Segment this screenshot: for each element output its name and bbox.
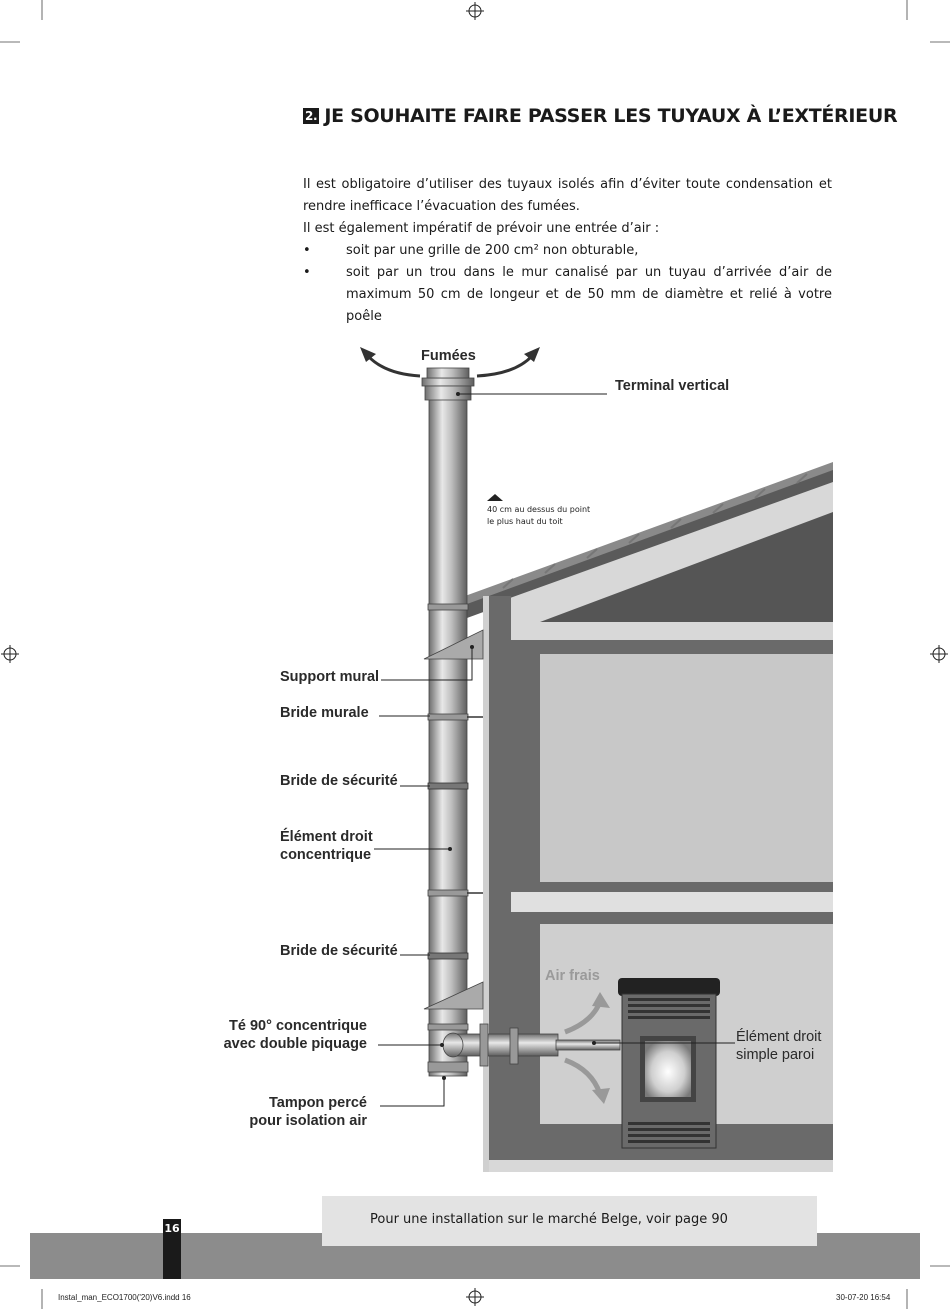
section-title: JE SOUHAITE FAIRE PASSER LES TUYAUX À L’…: [324, 105, 898, 127]
slug-date: 30-07-20 16:54: [836, 1293, 891, 1302]
label-fumees: Fumées: [421, 348, 476, 364]
air-arrow-head-up: [592, 992, 610, 1008]
vertical-flue-pipe: [421, 367, 484, 1077]
smoke-arrow-head-left: [360, 347, 376, 362]
smoke-arrows: [366, 354, 534, 378]
intro-text: Il est obligatoire d’utiliser des tuyaux…: [303, 174, 832, 328]
label-terminal-vertical: Terminal vertical: [615, 378, 730, 394]
house-section: [465, 462, 833, 1172]
label-bride-securite-1: Bride de sécurité: [280, 773, 398, 789]
horizontal-flue-pipe: [442, 1023, 621, 1067]
label-te-concentrique: Té 90° concentrique avec double piquage: [223, 1018, 367, 1052]
footer-note: Pour une installation sur le marché Belg…: [370, 1212, 728, 1227]
height-marker-triangle: [487, 494, 503, 501]
leader-lines: [374, 393, 735, 1107]
bullet-symbol: •: [303, 243, 311, 258]
label-element-concentrique: Élément droit concentrique: [280, 829, 373, 863]
bullet-symbol: •: [303, 265, 311, 280]
note-roof-height: 40 cm au dessus du point le plus haut du…: [487, 505, 591, 526]
section-heading: 2.JE SOUHAITE FAIRE PASSER LES TUYAUX À …: [303, 105, 898, 127]
bullet-item-2: •soit par un trou dans le mur canalisé p…: [303, 262, 832, 328]
intro-paragraph-2: Il est également impératif de prévoir un…: [303, 221, 660, 236]
pellet-stove: [618, 978, 720, 1149]
leader-dots: [440, 392, 596, 1080]
slug-filename: Instal_man_ECO1700('20)V6.indd 16: [58, 1293, 191, 1302]
label-bride-murale: Bride murale: [280, 705, 369, 721]
label-support-mural: Support mural: [280, 669, 380, 685]
footer-note-box: [322, 1196, 817, 1246]
intro-paragraph-1: Il est obligatoire d’utiliser des tuyaux…: [303, 177, 832, 214]
label-tampon-perce: Tampon percé pour isolation air: [249, 1095, 367, 1129]
air-arrow-head-down: [592, 1088, 610, 1104]
bullet-item-1: •soit par une grille de 200 cm² non obtu…: [303, 240, 832, 262]
smoke-arrow-head-right: [524, 347, 540, 362]
label-bride-securite-2: Bride de sécurité: [280, 943, 398, 959]
label-air-frais: Air frais: [545, 968, 600, 984]
label-element-simple-paroi: Élément droit simple paroi: [736, 1029, 822, 1063]
section-number: 2.: [303, 108, 320, 124]
page-number: 16: [163, 1219, 181, 1279]
